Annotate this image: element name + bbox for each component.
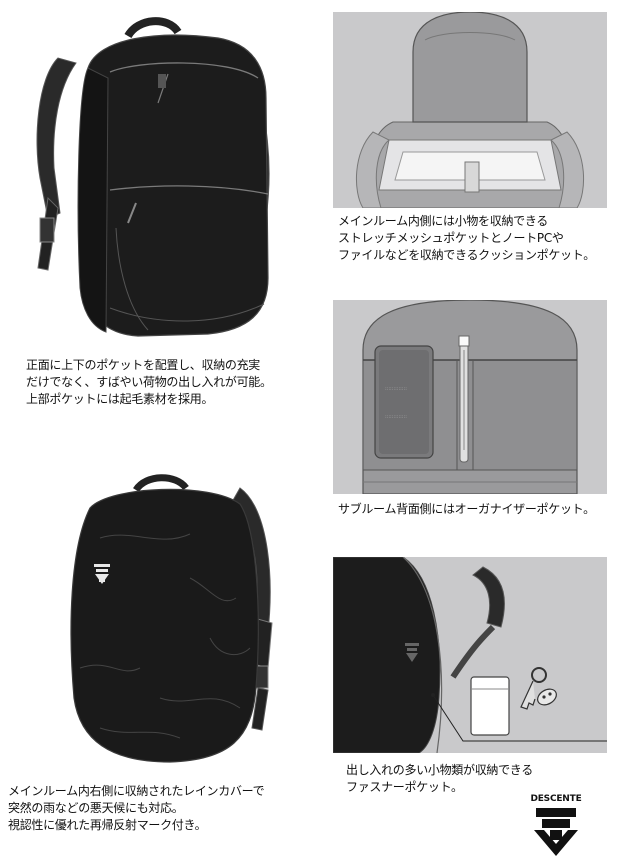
sub-room-organizer-illustration: ::::::::::::: ::::::::::::: (333, 300, 607, 494)
key-icon (520, 667, 557, 710)
caption-line: ストレッチメッシュポケットとノートPCや (338, 231, 564, 245)
descente-logo-icon (405, 643, 419, 662)
backpack-rain-cover-illustration (40, 468, 290, 768)
svg-text::::::::::::::: ::::::::::::: (385, 414, 407, 420)
descente-logo-icon (534, 808, 578, 856)
card-icon (470, 676, 510, 736)
backpack-front-illustration (18, 8, 288, 348)
caption-zipper-pocket: 出し入れの多い小物類が収納できる ファスナーポケット。 (346, 762, 533, 796)
caption-sub-room: サブルーム背面側にはオーガナイザーポケット。 (338, 501, 595, 518)
caption-line: だけでなく、すばやい荷物の出し入れが可能。 (26, 375, 272, 389)
caption-line: 正面に上下のポケットを配置し、収納の充実 (26, 358, 261, 372)
caption-line: 視認性に優れた再帰反射マーク付き。 (8, 818, 207, 832)
caption-line: 上部ポケットには起毛素材を採用。 (26, 392, 214, 406)
caption-line: ファスナーポケット。 (346, 780, 463, 794)
caption-line: 突然の雨などの悪天候にも対応。 (8, 801, 184, 815)
phone-icon (374, 345, 434, 459)
caption-line: サブルーム背面側にはオーガナイザーポケット。 (338, 502, 595, 516)
pen-icon (458, 335, 470, 463)
caption-line: 出し入れの多い小物類が収納できる (346, 763, 533, 777)
descente-logo-icon (94, 564, 110, 584)
caption-rain-cover: メインルーム内右側に収納されたレインカバーで 突然の雨などの悪天候にも対応。 視… (8, 783, 265, 834)
svg-text::::::::::::::: ::::::::::::: (385, 386, 407, 392)
main-room-interior-illustration (333, 12, 607, 208)
brand-name: DESCENTE (530, 794, 582, 804)
caption-line: メインルーム内側には小物を収納できる (338, 214, 549, 228)
caption-line: ファイルなどを収納できるクッションポケット。 (338, 248, 595, 262)
caption-front-pockets: 正面に上下のポケットを配置し、収納の充実 だけでなく、すばやい荷物の出し入れが可… (26, 357, 272, 408)
caption-line: メインルーム内右側に収納されたレインカバーで (8, 784, 265, 798)
caption-main-room: メインルーム内側には小物を収納できる ストレッチメッシュポケットとノートPCや … (338, 213, 595, 264)
zipper-pocket-illustration (333, 557, 607, 753)
brand-logo: DESCENTE (528, 794, 584, 860)
